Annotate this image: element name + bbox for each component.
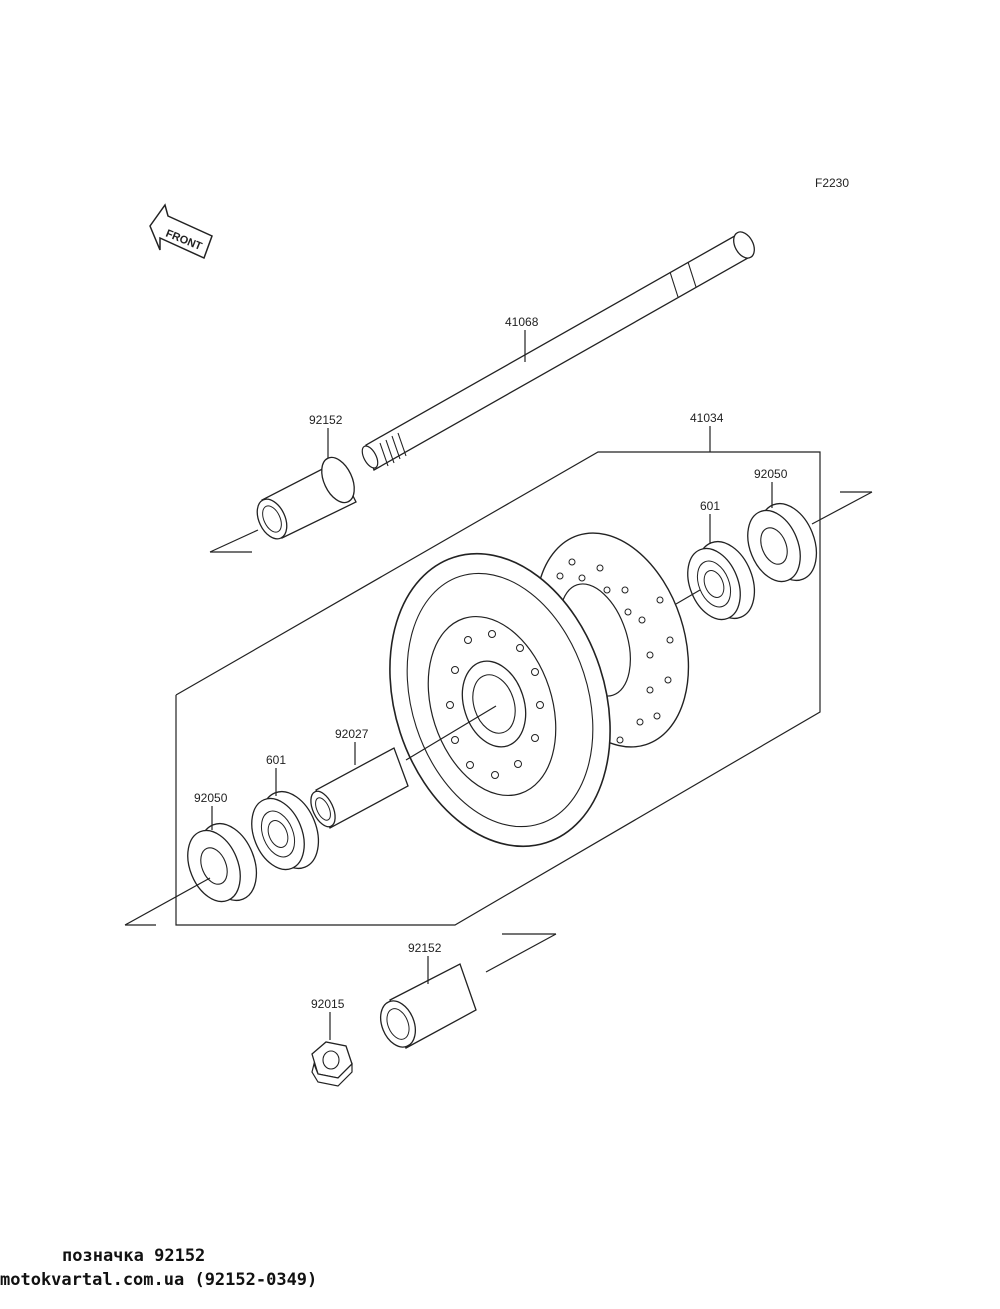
collar-top-part [256, 456, 357, 540]
seal-left-part [187, 823, 258, 903]
part-number-92050-right: 92050 [754, 467, 788, 481]
bearing-left-part [251, 791, 320, 871]
footer-source: motokvartal.com.ua (92152-0349) [0, 1270, 318, 1290]
wheel-hub-part [389, 532, 690, 848]
part-number-92027: 92027 [335, 727, 369, 741]
part-number-92050-left: 92050 [194, 791, 228, 805]
part-number-92152-bottom: 92152 [408, 941, 442, 955]
footer-caption: позначка 92152 [62, 1246, 206, 1266]
part-number-92152-top: 92152 [309, 413, 343, 427]
nut-part [311, 1041, 353, 1087]
hub-assembly-frame [175, 451, 821, 926]
part-number-41068: 41068 [505, 315, 539, 329]
collar-bottom-part [380, 963, 477, 1049]
diagram-code: F2230 [815, 176, 849, 190]
part-number-601-right: 601 [700, 499, 720, 513]
part-number-601-left: 601 [266, 753, 286, 767]
part-number-41034: 41034 [690, 411, 724, 425]
seal-right-part [747, 503, 818, 583]
spacer-part [310, 747, 409, 829]
axle-part [361, 231, 755, 471]
part-number-92015: 92015 [311, 997, 345, 1011]
front-arrow-icon: FRONT [149, 203, 213, 260]
bearing-right-part [687, 541, 756, 621]
